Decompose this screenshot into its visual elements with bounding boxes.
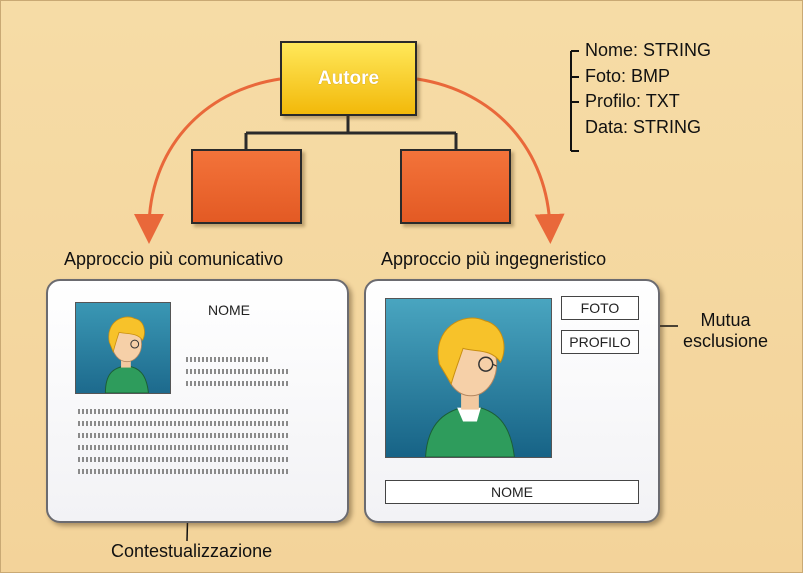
text-line — [186, 357, 270, 362]
attribute-item: Profilo: TXT — [585, 91, 680, 111]
text-line — [78, 457, 288, 462]
text-block-long — [78, 409, 288, 481]
contestualizzazione-label: Contestualizzazione — [111, 541, 273, 561]
attribute-bracket — [570, 50, 579, 152]
text-line — [78, 409, 288, 414]
mutua-line: Mutua — [700, 310, 751, 330]
person-portrait-icon — [75, 302, 171, 394]
attribute-item: Data: STRING — [585, 116, 702, 137]
person-portrait-icon — [385, 298, 552, 458]
text-block-short — [186, 357, 288, 393]
autore-label: Autore — [317, 67, 380, 89]
right-caption: Approccio più ingegneristico — [381, 249, 607, 269]
text-line — [78, 445, 288, 450]
attribute-item: Nome: STRING — [585, 40, 712, 60]
communicative-panel: NOME — [46, 279, 349, 523]
attribute-item: Foto: BMP — [585, 65, 671, 86]
autore-root-box: Autore — [280, 41, 417, 116]
attribute-list: Nome: STRING Foto: BMP Profilo: TXT Data… — [585, 38, 711, 140]
text-line — [186, 381, 288, 386]
engineering-panel: FOTO PROFILO NOME — [364, 279, 660, 523]
mutua-line: esclusione — [683, 331, 769, 351]
tree-connector — [244, 116, 458, 149]
nome-field: NOME — [385, 480, 639, 504]
profilo-button: PROFILO — [561, 330, 639, 354]
right-child-box — [400, 149, 511, 224]
left-caption: Approccio più comunicativo — [64, 249, 284, 269]
foto-button: FOTO — [561, 296, 639, 320]
nome-label: NOME — [208, 302, 250, 318]
text-line — [78, 469, 288, 474]
mutua-esclusione-label: Mutua esclusione — [683, 310, 768, 352]
text-line — [186, 369, 288, 374]
text-line — [78, 433, 288, 438]
text-line — [78, 421, 288, 426]
left-child-box — [191, 149, 302, 224]
